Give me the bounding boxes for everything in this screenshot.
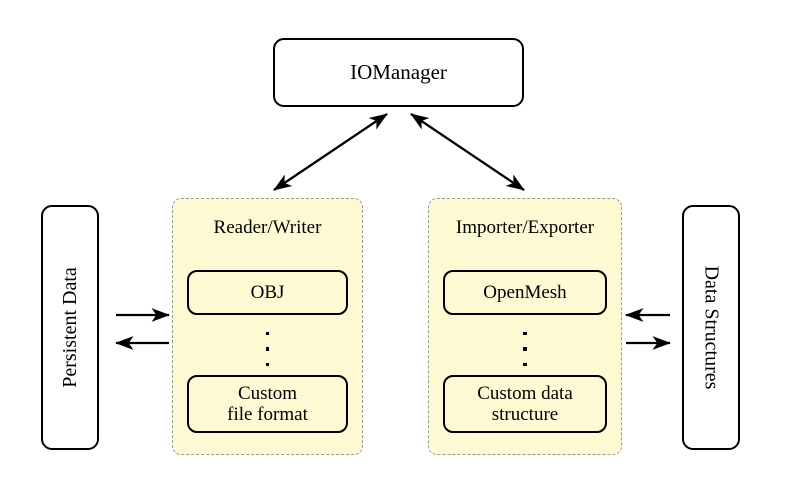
node-data-structures[interactable]: Data Structures — [682, 205, 740, 450]
node-persistent-data[interactable]: Persistent Data — [41, 205, 99, 450]
node-persistent-data-label: Persistent Data — [58, 267, 81, 388]
connector-iomanager-reader-writer — [273, 113, 388, 191]
item-custom-data-structure[interactable]: Custom data structure — [443, 375, 607, 433]
connector-iomanager-importer-exporter — [410, 113, 525, 191]
item-custom-file-format-line1: Custom — [237, 382, 298, 404]
item-openmesh-label: OpenMesh — [483, 281, 567, 303]
item-custom-file-format[interactable]: Custom file format — [187, 375, 348, 433]
node-iomanager-label: IOManager — [350, 60, 447, 84]
item-obj-label: OBJ — [250, 281, 285, 303]
item-openmesh[interactable]: OpenMesh — [443, 270, 607, 315]
item-custom-data-structure-label: Custom data structure — [477, 383, 573, 426]
panel-reader-writer: Reader/Writer OBJ Custom file format — [172, 198, 363, 455]
item-obj[interactable]: OBJ — [187, 270, 348, 315]
item-custom-file-format-label: Custom file format — [227, 383, 308, 426]
item-custom-data-structure-line2: structure — [491, 404, 559, 425]
panel-reader-writer-title: Reader/Writer — [213, 217, 322, 238]
node-data-structures-label: Data Structures — [700, 265, 723, 390]
node-iomanager[interactable]: IOManager — [273, 38, 524, 107]
panel-importer-exporter-title: Importer/Exporter — [455, 217, 595, 238]
importer-exporter-ellipsis-icon — [429, 330, 621, 368]
item-custom-file-format-line2: file format — [227, 404, 308, 425]
panel-importer-exporter: Importer/Exporter OpenMesh Custom data s… — [428, 198, 622, 455]
reader-writer-ellipsis-icon — [173, 330, 362, 368]
item-custom-data-structure-line1: Custom data — [477, 382, 573, 404]
